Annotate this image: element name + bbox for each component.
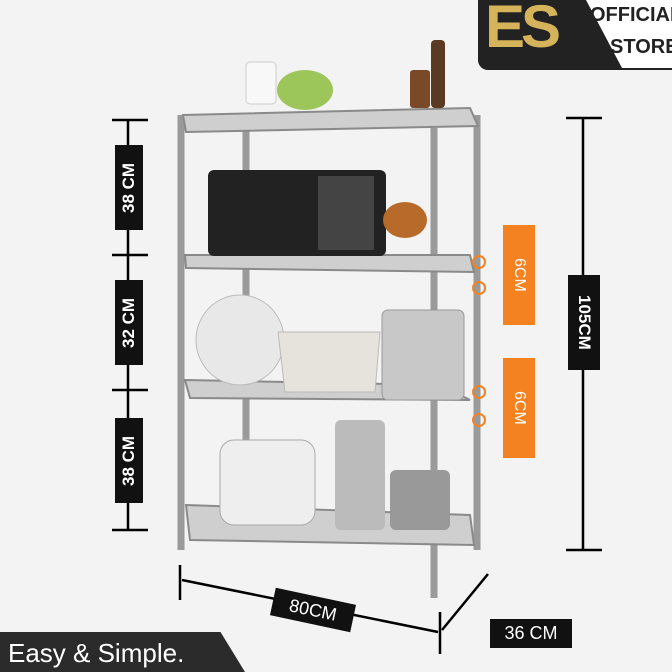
blender [335,420,385,530]
fruit-bowl [383,202,427,238]
basket [277,331,381,393]
adjust-step-label-2: 6CM [503,358,535,458]
toaster [390,470,450,530]
pepper-mill [431,40,445,108]
cabbage [277,70,333,110]
mug [245,61,277,105]
tagline-banner: Easy & Simple. [0,632,245,672]
logo-text-official: OFFICIAL [590,4,672,26]
shelf-2 [183,254,476,274]
logo-text-store: STORE [610,36,672,58]
stock-pot [381,309,465,401]
gap-label-top: 38 CM [115,145,143,230]
gap-label-bottom: 38 CM [115,418,143,503]
pot-set [219,439,316,526]
logo-mark: ES [485,0,561,60]
shelf-top [181,106,480,134]
rice-cooker [195,294,285,386]
gap-label-middle: 32 CM [115,280,143,365]
adjust-step-label-1: 6CM [503,225,535,325]
tagline-text: Easy & Simple. [8,638,185,668]
height-label: 105CM [568,275,600,370]
depth-label: 36 CM [490,619,572,648]
